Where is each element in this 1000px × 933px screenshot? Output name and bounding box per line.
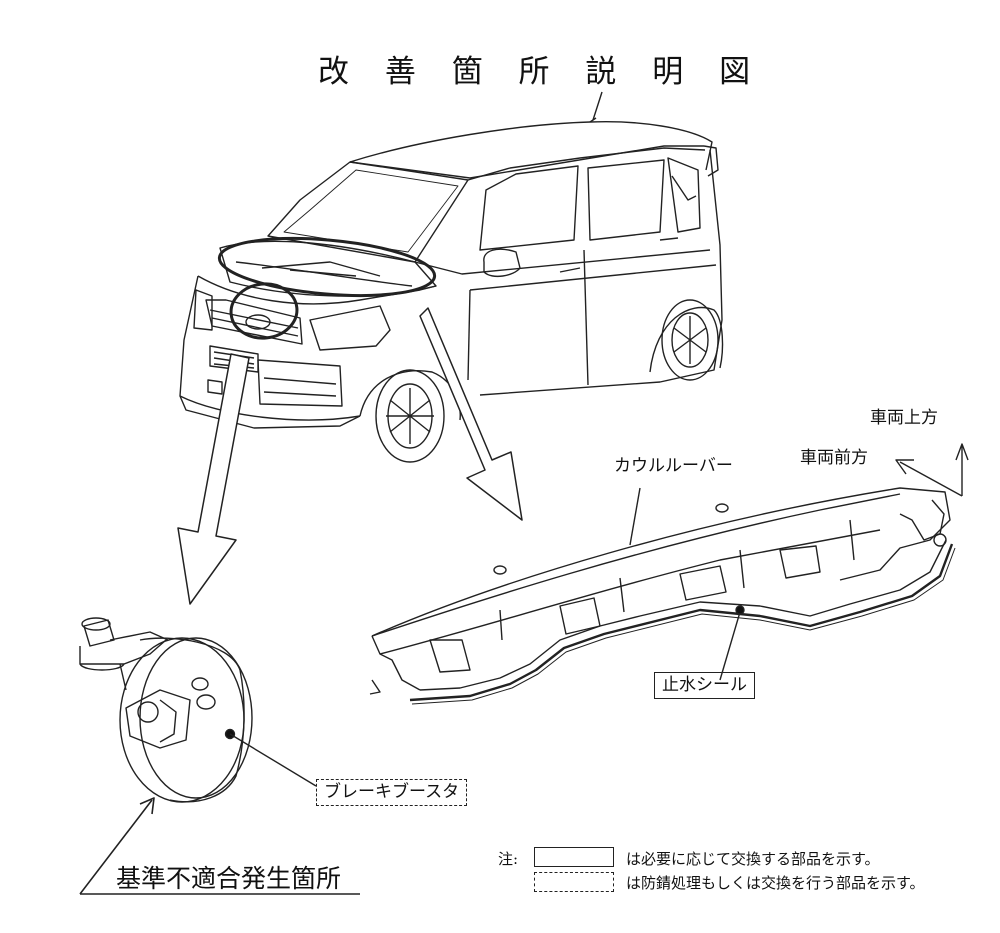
legend-dashed-text: は防錆処理もしくは交換を行う部品を示す。 [626,874,925,892]
nonconformity-location-label: 基準不適合発生箇所 [116,864,342,893]
arrow-to-brake-booster [177,353,250,605]
legend-dashed-swatch [534,872,614,892]
brake-booster-illustration [79,617,253,803]
diagram-title: 改 善 箇 所 説 明 図 [318,54,764,90]
car-illustration [179,91,724,463]
water-seal-label: 止水シール [654,672,755,699]
cowl-louver-illustration [369,487,956,705]
note-prefix: 注: [498,850,519,868]
vehicle-up-label: 車両上方 [870,408,938,428]
cowl-louver-label: カウルルーバー [614,456,733,476]
vehicle-front-label: 車両前方 [800,448,868,468]
legend-solid-text: は必要に応じて交換する部品を示す。 [626,850,880,868]
arrow-to-cowl-louver [419,307,523,521]
brake-booster-label: ブレーキブースタ [316,779,468,806]
legend-solid-swatch [534,847,614,867]
